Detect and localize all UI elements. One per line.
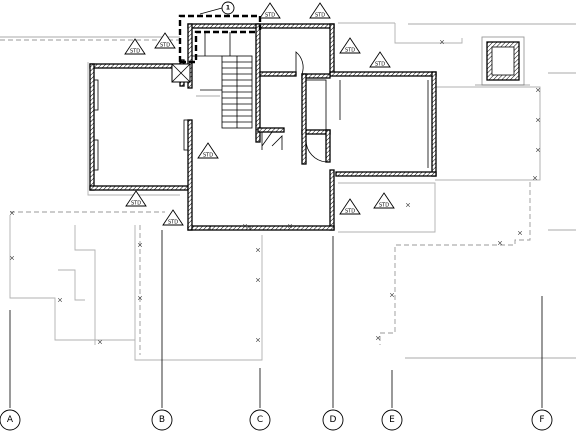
grid-bubble-f[interactable]: F <box>531 409 553 431</box>
std-tag[interactable]: STD <box>259 2 281 19</box>
anchor-mark <box>255 277 261 283</box>
grid-bubble-label: F <box>539 415 544 425</box>
anchor-mark <box>9 210 15 216</box>
east-windows <box>93 79 429 231</box>
std-tag-label: STD <box>130 49 140 55</box>
std-tag[interactable]: STD <box>197 142 219 159</box>
std-tag[interactable]: STD <box>124 38 146 55</box>
std-tag-label: STD <box>131 201 141 207</box>
std-tag-label: STD <box>345 209 355 215</box>
anchor-mark <box>137 242 143 248</box>
anchor-mark <box>9 255 15 261</box>
anchor-mark <box>242 223 248 229</box>
anchor-mark <box>287 223 293 229</box>
std-tag-label: STD <box>160 43 170 49</box>
exterior-pier <box>475 36 530 86</box>
std-tag[interactable]: STD <box>309 2 331 19</box>
detail-callout: 1 <box>178 1 262 64</box>
anchor-mark <box>255 337 261 343</box>
anchor-mark <box>389 292 395 298</box>
anchor-mark <box>137 295 143 301</box>
anchor-marks <box>9 39 541 345</box>
grid-bubble-b[interactable]: B <box>151 409 173 431</box>
grid-bubble-label: A <box>7 415 14 425</box>
anchor-mark <box>255 247 261 253</box>
stair <box>192 32 253 129</box>
anchor-mark <box>375 335 381 341</box>
std-tag[interactable]: STD <box>339 198 361 215</box>
building-walls <box>89 23 437 231</box>
std-tag-label: STD <box>379 203 389 209</box>
grid-bubble-d[interactable]: D <box>322 409 344 431</box>
grid-lines <box>9 230 543 408</box>
anchor-mark <box>517 230 523 236</box>
std-tag[interactable]: STD <box>373 192 395 209</box>
std-tag-label: STD <box>375 62 385 68</box>
grid-bubble-c[interactable]: C <box>249 409 271 431</box>
door-swings <box>261 51 327 163</box>
std-tag[interactable]: STD <box>339 37 361 54</box>
anchor-mark <box>535 87 541 93</box>
anchor-mark <box>97 339 103 345</box>
anchor-mark <box>532 175 538 181</box>
std-tag-label: STD <box>265 13 275 19</box>
anchor-mark <box>439 39 445 45</box>
context-lines <box>0 22 576 361</box>
grid-bubble-a[interactable]: A <box>0 409 21 431</box>
anchor-mark <box>57 297 63 303</box>
anchor-mark <box>535 117 541 123</box>
std-tag[interactable]: STD <box>162 209 184 226</box>
grid-bubble-label: C <box>257 415 263 425</box>
grid-bubble-label: D <box>330 415 337 425</box>
std-tag-label: STD <box>168 220 178 226</box>
grid-bubble-label: B <box>159 415 165 425</box>
anchor-mark <box>405 202 411 208</box>
grid-bubble-e[interactable]: E <box>381 409 403 431</box>
detail-callout-label: 1 <box>226 5 230 12</box>
std-tag-label: STD <box>203 153 213 159</box>
std-tag-label: STD <box>315 13 325 19</box>
detail-callout-bubble[interactable] <box>221 1 235 15</box>
anchor-mark <box>535 147 541 153</box>
std-tag[interactable]: STD <box>154 32 176 49</box>
std-tag-label: STD <box>345 48 355 54</box>
grid-bubble-label: E <box>389 415 395 425</box>
std-tag[interactable]: STD <box>369 51 391 68</box>
shaft <box>171 63 191 83</box>
std-tag[interactable]: STD <box>125 190 147 207</box>
anchor-mark <box>497 240 503 246</box>
